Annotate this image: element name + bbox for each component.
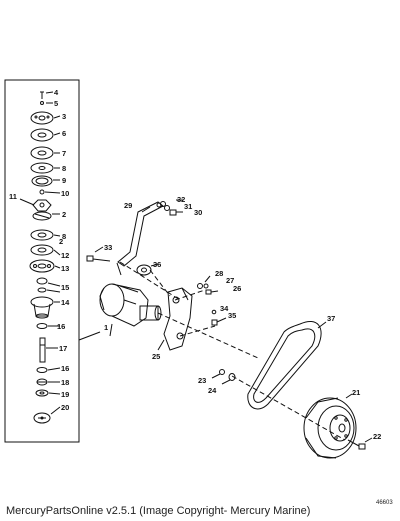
plate-8 <box>30 229 54 241</box>
callout-11: 11 <box>9 192 17 201</box>
callout-6: 6 <box>62 129 66 138</box>
callout-22: 22 <box>373 432 381 441</box>
callout-19: 19 <box>61 390 69 399</box>
nut-18 <box>36 378 48 386</box>
nut-28 <box>197 283 203 289</box>
callout-2b: 2 <box>59 237 63 246</box>
callout-17: 17 <box>59 344 67 353</box>
rotor-2-top <box>32 199 52 212</box>
callout-33: 33 <box>104 243 112 252</box>
callout-7: 7 <box>62 149 66 158</box>
callout-9: 9 <box>62 176 66 185</box>
callout-8b: 8 <box>62 232 66 241</box>
nut-24 <box>228 373 236 381</box>
seal-16-top <box>36 323 48 329</box>
rotor-2 <box>32 211 52 221</box>
ring-9 <box>31 175 53 187</box>
seal-16 <box>36 367 48 373</box>
callout-20: 20 <box>61 403 69 412</box>
callout-15: 15 <box>61 283 69 292</box>
callout-28: 28 <box>215 269 223 278</box>
callout-23: 23 <box>198 376 206 385</box>
cover-6 <box>30 128 54 142</box>
callout-37: 37 <box>327 314 335 323</box>
drive-belt-37 <box>247 321 322 410</box>
callout-21: 21 <box>352 388 360 397</box>
callout-31: 31 <box>184 202 192 211</box>
callout-8: 8 <box>62 164 66 173</box>
copyright-footer: MercuryPartsOnline v2.5.1 (Image Copyrig… <box>6 505 311 517</box>
gasket-7 <box>30 146 54 160</box>
callout-35: 35 <box>228 311 236 320</box>
washer-31 <box>164 205 170 211</box>
box-leader <box>78 331 101 341</box>
pulley-21 <box>303 397 357 459</box>
gasket-12 <box>30 244 54 256</box>
washer-19 <box>35 389 49 397</box>
exploded-view-box <box>4 79 80 443</box>
washer-34 <box>211 309 217 315</box>
housing-13 <box>29 259 55 273</box>
callout-36: 36 <box>153 260 161 269</box>
pump-leader-1 <box>109 323 113 337</box>
callout-18: 18 <box>61 378 69 387</box>
pump-body-1 <box>99 283 162 327</box>
gasket-3 <box>30 111 54 125</box>
callout-16: 16 <box>57 322 65 331</box>
callout-3: 3 <box>62 112 66 121</box>
shaft-17 <box>39 337 46 363</box>
callout-26: 26 <box>233 284 241 293</box>
callout-2: 2 <box>62 210 66 219</box>
callout-30: 30 <box>194 208 202 217</box>
figure-number: 46603 <box>376 500 393 506</box>
o-ring-15a <box>36 277 48 285</box>
washer-5 <box>40 101 44 105</box>
washer-23 <box>219 369 225 375</box>
callout-29: 29 <box>124 201 132 210</box>
bolt-26 <box>205 289 219 295</box>
o-ring-15b <box>37 287 47 293</box>
callout-27: 27 <box>226 276 234 285</box>
bolt-33 <box>86 255 111 262</box>
callout-4: 4 <box>54 88 59 97</box>
ball-10 <box>39 189 45 195</box>
screw-4 <box>40 91 44 99</box>
callout-12: 12 <box>61 251 69 260</box>
bolt-35 <box>211 317 227 326</box>
callout-1: 1 <box>104 323 108 332</box>
callout-14: 14 <box>61 298 70 307</box>
washer-27 <box>203 283 209 289</box>
callout-32: 32 <box>177 195 185 204</box>
bolt-22 <box>347 439 366 450</box>
mount-bracket-25 <box>163 287 193 351</box>
callout-13: 13 <box>61 264 69 273</box>
plate-8-top <box>30 162 54 174</box>
callout-34: 34 <box>220 304 229 313</box>
callout-16b: 16 <box>61 364 69 373</box>
callout-25: 25 <box>152 352 160 361</box>
callout-24: 24 <box>208 386 217 395</box>
callout-5: 5 <box>54 99 58 108</box>
plate-20 <box>33 412 51 424</box>
bolt-30 <box>169 209 183 216</box>
spacer-36 <box>136 264 152 276</box>
callout-10: 10 <box>61 189 69 198</box>
bearing-14 <box>30 296 54 319</box>
nut-32 <box>160 201 166 207</box>
